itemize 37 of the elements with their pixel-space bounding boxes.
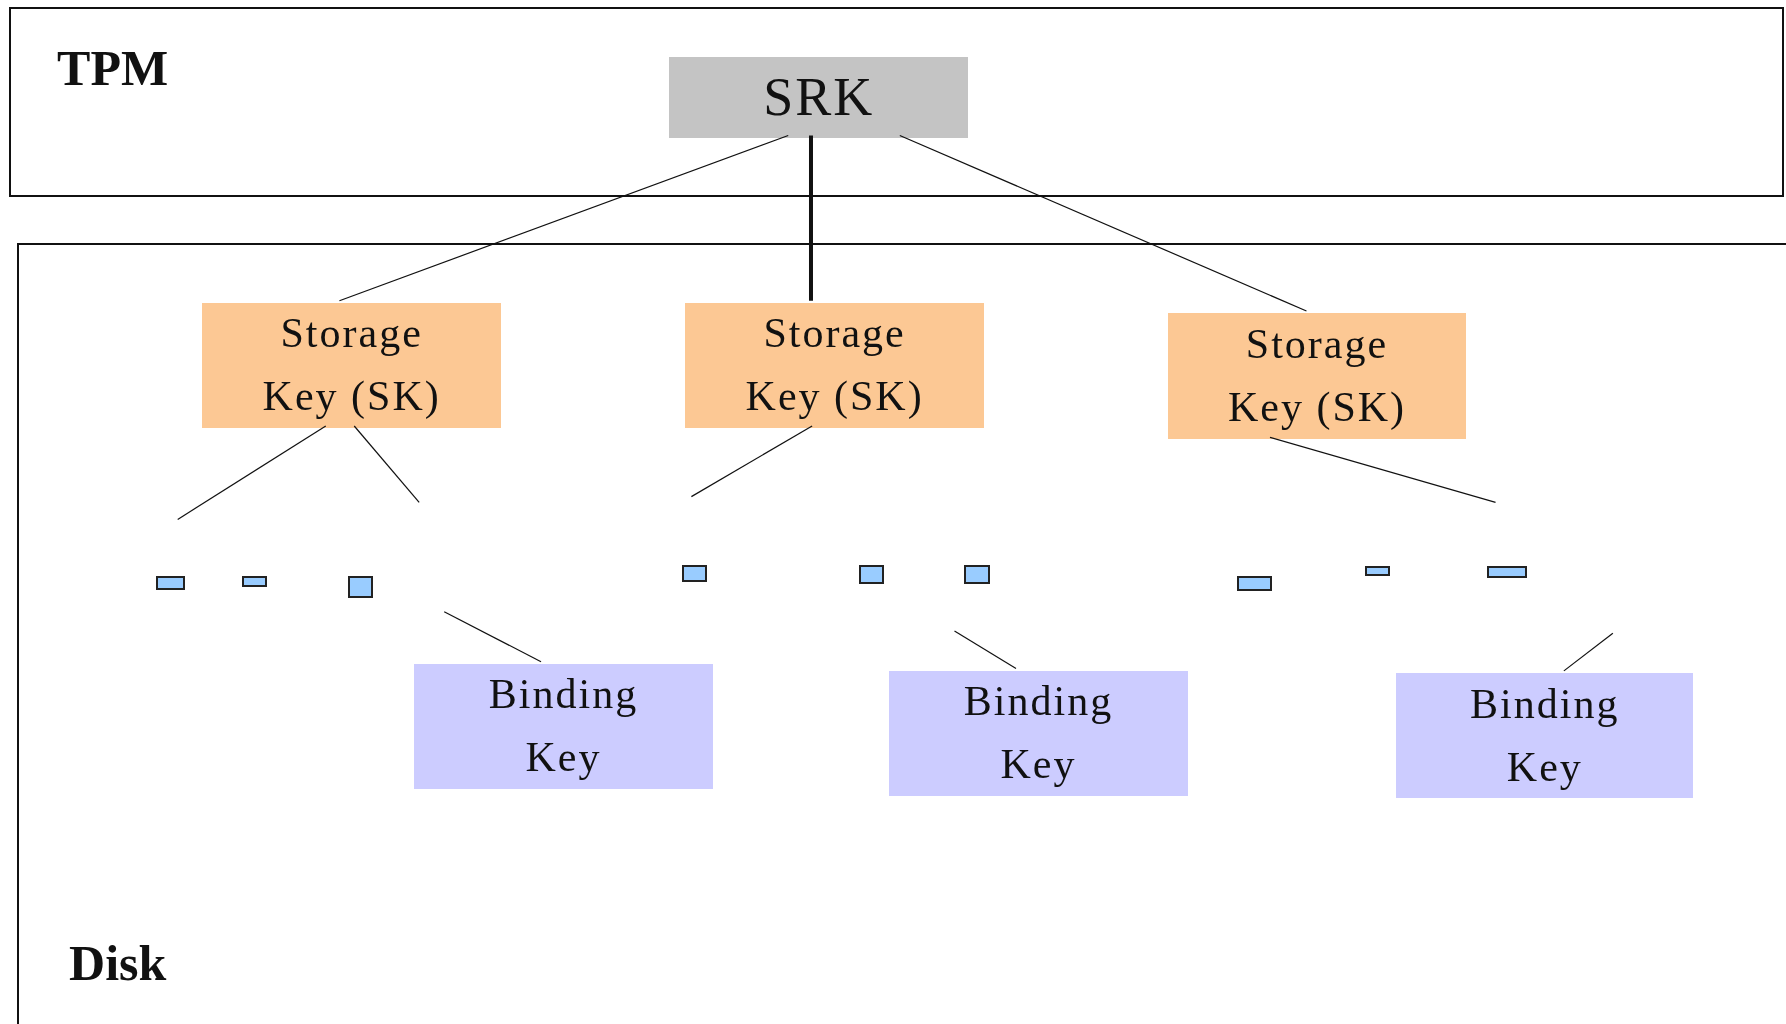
key-label: Storage Key (SK) [261, 309, 442, 422]
key-label: SRK [762, 65, 876, 129]
region-frame [9, 6, 1784, 198]
connector-line [690, 425, 813, 498]
key-square [682, 564, 708, 582]
key-square [1365, 565, 1391, 577]
key-square [1236, 576, 1272, 591]
connector-line [338, 134, 789, 302]
key-square [155, 576, 186, 590]
key-label: Binding Key [1469, 679, 1621, 792]
key-label: Binding Key [487, 670, 640, 783]
connector-line [899, 134, 1308, 312]
key-box [685, 302, 984, 428]
connector-line [353, 425, 420, 503]
region-frame [17, 242, 1786, 1024]
key-label: Storage Key (SK) [744, 309, 925, 422]
key-box [414, 663, 713, 790]
key-box [202, 302, 501, 428]
key-label: Storage Key (SK) [1226, 320, 1408, 433]
key-square [964, 564, 990, 585]
key-square [348, 576, 374, 598]
key-square [242, 576, 268, 588]
connector-line [1269, 436, 1497, 503]
key-box [889, 670, 1188, 796]
key-box [1396, 672, 1694, 799]
region-label: Disk [69, 933, 167, 992]
key-square [858, 564, 884, 585]
key-box [669, 56, 968, 138]
region-label: TPM [57, 38, 169, 97]
connector-line [443, 611, 542, 663]
connector-line [177, 425, 327, 520]
key-square [1487, 565, 1528, 579]
key-box [1168, 312, 1466, 440]
connector-line [1563, 632, 1614, 672]
connector-line [809, 135, 813, 301]
connector-line [953, 630, 1017, 670]
key-label: Binding Key [962, 677, 1115, 790]
